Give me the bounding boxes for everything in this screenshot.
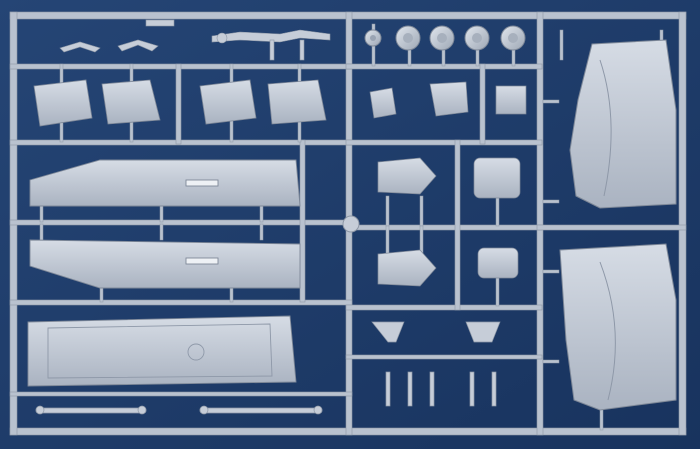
- small-bracket-parts: [369, 81, 527, 287]
- wheels: [364, 25, 526, 51]
- sprue-hub: [342, 215, 360, 233]
- large-cowling-halves: [559, 39, 677, 411]
- lower-gear-struts: [371, 321, 501, 407]
- wing-halves: [29, 159, 301, 289]
- rod-parts: [35, 405, 323, 415]
- engine-cowl-parts: [33, 79, 327, 127]
- landing-gear-struts-top: [59, 19, 331, 61]
- cockpit-floor-part: [27, 315, 297, 387]
